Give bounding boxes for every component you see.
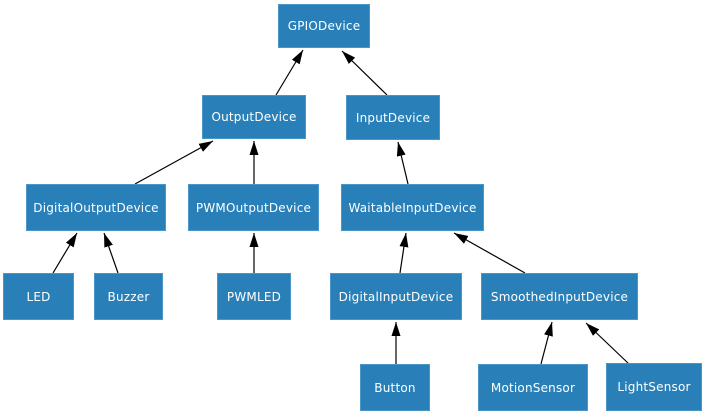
node-Button: Button xyxy=(360,364,430,411)
node-label: PWMLED xyxy=(226,289,282,304)
edge-MotionSensor-SmoothedInputDevice xyxy=(540,321,553,365)
node-OutputDevice: OutputDevice xyxy=(202,95,306,139)
node-MotionSensor: MotionSensor xyxy=(478,364,588,411)
node-label: MotionSensor xyxy=(490,380,576,395)
edge-Buzzer-DigitalOutputDevice xyxy=(103,232,119,274)
node-label: WaitableInputDevice xyxy=(348,200,477,215)
node-label: SmoothedInputDevice xyxy=(490,289,629,304)
edge-DigitalInputDevice-WaitableInputDevice xyxy=(399,232,409,274)
node-SmoothedInputDevice: SmoothedInputDevice xyxy=(481,273,638,320)
edge-WaitableInputDevice-InputDevice xyxy=(396,141,409,185)
node-label: Buzzer xyxy=(107,289,150,304)
node-label: DigitalInputDevice xyxy=(338,289,454,304)
node-label: InputDevice xyxy=(355,110,431,125)
node-LightSensor: LightSensor xyxy=(606,363,702,411)
edge-DigitalOutputDevice-OutputDevice xyxy=(134,140,214,185)
node-Buzzer: Buzzer xyxy=(94,273,163,320)
node-InputDevice: InputDevice xyxy=(346,95,440,140)
node-DigitalInputDevice: DigitalInputDevice xyxy=(330,273,462,320)
node-label: Button xyxy=(374,380,416,395)
edge-LED-DigitalOutputDevice xyxy=(52,232,78,274)
node-WaitableInputDevice: WaitableInputDevice xyxy=(341,184,484,231)
edge-InputDevice-GPIODevice xyxy=(341,50,388,96)
node-label: PWMOutputDevice xyxy=(195,200,312,215)
node-LED: LED xyxy=(3,273,74,320)
node-label: LightSensor xyxy=(617,380,691,394)
node-DigitalOutputDevice: DigitalOutputDevice xyxy=(26,184,166,231)
node-label: OutputDevice xyxy=(211,110,297,124)
node-PWMOutputDevice: PWMOutputDevice xyxy=(188,184,319,231)
edge-OutputDevice-GPIODevice xyxy=(275,49,304,96)
node-PWMLED: PWMLED xyxy=(217,273,291,320)
node-label: DigitalOutputDevice xyxy=(33,200,159,215)
edge-SmoothedInputDevice-WaitableInputDevice xyxy=(453,232,526,274)
node-label: GPIODevice xyxy=(287,19,361,33)
node-GPIODevice: GPIODevice xyxy=(278,4,370,48)
edge-LightSensor-SmoothedInputDevice xyxy=(585,322,630,365)
node-label: LED xyxy=(26,289,51,304)
